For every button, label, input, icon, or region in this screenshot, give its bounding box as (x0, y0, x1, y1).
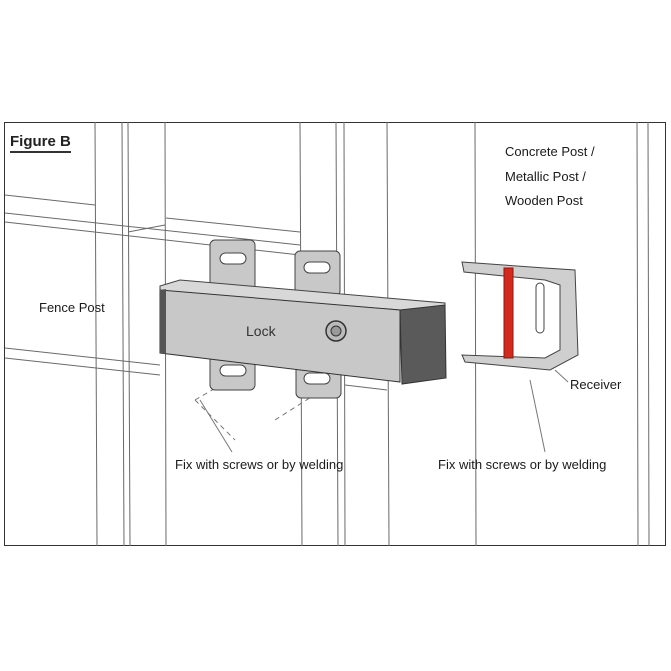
rail-line (4, 212, 301, 246)
fence-post-label: Fence Post (39, 300, 105, 315)
leader-line-left (199, 399, 233, 453)
receiver-slot (535, 282, 545, 334)
post-line (636, 121, 639, 547)
rail-line (165, 217, 301, 233)
receiver-bracket (461, 261, 579, 371)
fix-right-label: Fix with screws or by welding (438, 457, 607, 472)
receiver-label: Receiver (570, 377, 622, 392)
rail-line (4, 357, 161, 376)
leader-line-receiver (554, 369, 569, 383)
dashed-guide (194, 399, 236, 441)
receiver-assembly (461, 261, 579, 371)
leader-line-right (529, 379, 546, 453)
keyhole-icon (330, 325, 342, 337)
post-types-label: Concrete Post / Metallic Post / Wooden P… (505, 140, 595, 214)
slot-hole (219, 252, 247, 265)
rail-line (344, 384, 388, 391)
post-type-metallic: Metallic Post / (505, 168, 586, 184)
fix-left-label: Fix with screws or by welding (175, 457, 344, 472)
lock-label: Lock (246, 323, 276, 339)
mounting-tab (209, 239, 256, 291)
receiver-bolt (503, 267, 514, 359)
post-line (647, 121, 650, 547)
fence-structure (4, 121, 650, 547)
post-type-wooden: Wooden Post (505, 193, 583, 208)
post-type-concrete: Concrete Post / (505, 144, 595, 159)
picket-line (94, 121, 98, 547)
rail-line (4, 194, 96, 206)
picket-line (127, 121, 131, 547)
lock-body-end (399, 304, 447, 385)
slot-hole (303, 372, 331, 385)
post-line (474, 121, 477, 547)
lock-body-endcap (160, 289, 166, 354)
figure-title: Figure B (10, 133, 71, 153)
slot-hole (219, 364, 247, 377)
slot-hole (303, 261, 331, 274)
lock-assembly (159, 239, 447, 399)
rail-line (4, 347, 161, 366)
picket-line (121, 121, 125, 547)
